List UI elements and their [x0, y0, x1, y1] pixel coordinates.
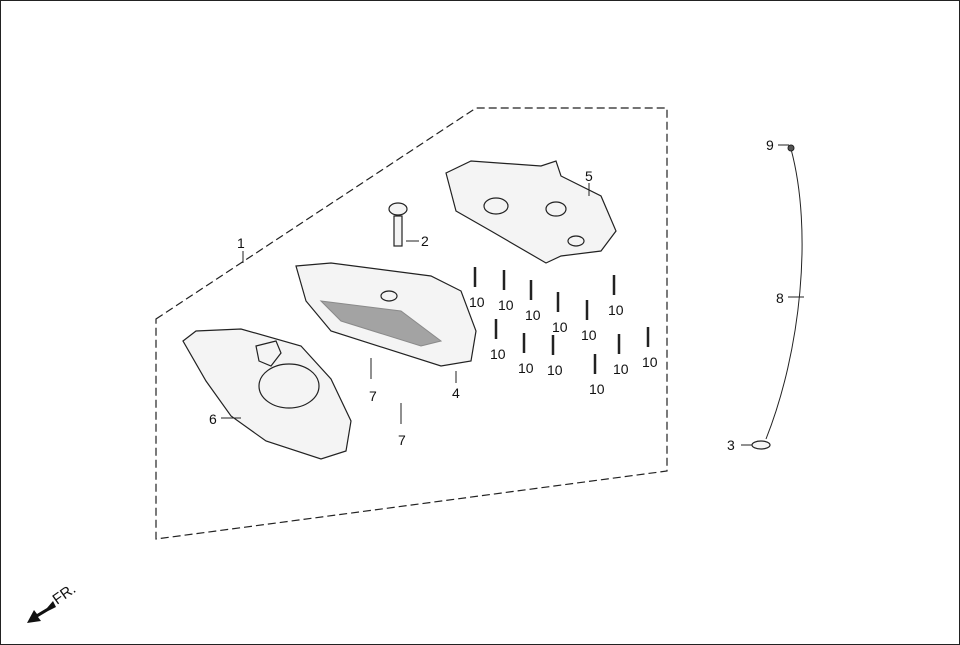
callout-10: 10: [581, 327, 597, 343]
leader-lines: [221, 144, 804, 446]
front-direction-indicator: FR.: [27, 580, 79, 623]
callout-10: 10: [642, 354, 658, 370]
callout-3: 3: [727, 437, 735, 453]
callout-10: 10: [490, 346, 506, 362]
callout-5: 5: [585, 168, 593, 184]
callout-7: 7: [398, 432, 406, 448]
part-5-upper-case: [445, 160, 617, 264]
callout-10: 10: [525, 307, 541, 323]
callout-10: 10: [547, 362, 563, 378]
part-4-meter-assembly: [295, 262, 477, 367]
callout-2: 2: [421, 233, 429, 249]
part-10-screws: [473, 267, 650, 374]
callout-9: 9: [766, 137, 774, 153]
callout-10: 10: [589, 381, 605, 397]
callout-10: 10: [498, 297, 514, 313]
assembly-boundary: [155, 107, 668, 540]
part-6-lens-cover: [182, 328, 352, 460]
callout-7: 7: [369, 388, 377, 404]
front-arrow-icon: [27, 601, 56, 623]
callout-10: 10: [613, 361, 629, 377]
callout-4: 4: [452, 385, 460, 401]
part-7-screws: [370, 358, 402, 424]
callout-10: 10: [552, 319, 568, 335]
callout-10: 10: [518, 360, 534, 376]
callout-1: 1: [237, 235, 245, 251]
callout-8: 8: [776, 290, 784, 306]
part-2-grommet: [388, 202, 408, 247]
callout-10: 10: [469, 294, 485, 310]
callout-6: 6: [209, 411, 217, 427]
callout-10: 10: [608, 302, 624, 318]
